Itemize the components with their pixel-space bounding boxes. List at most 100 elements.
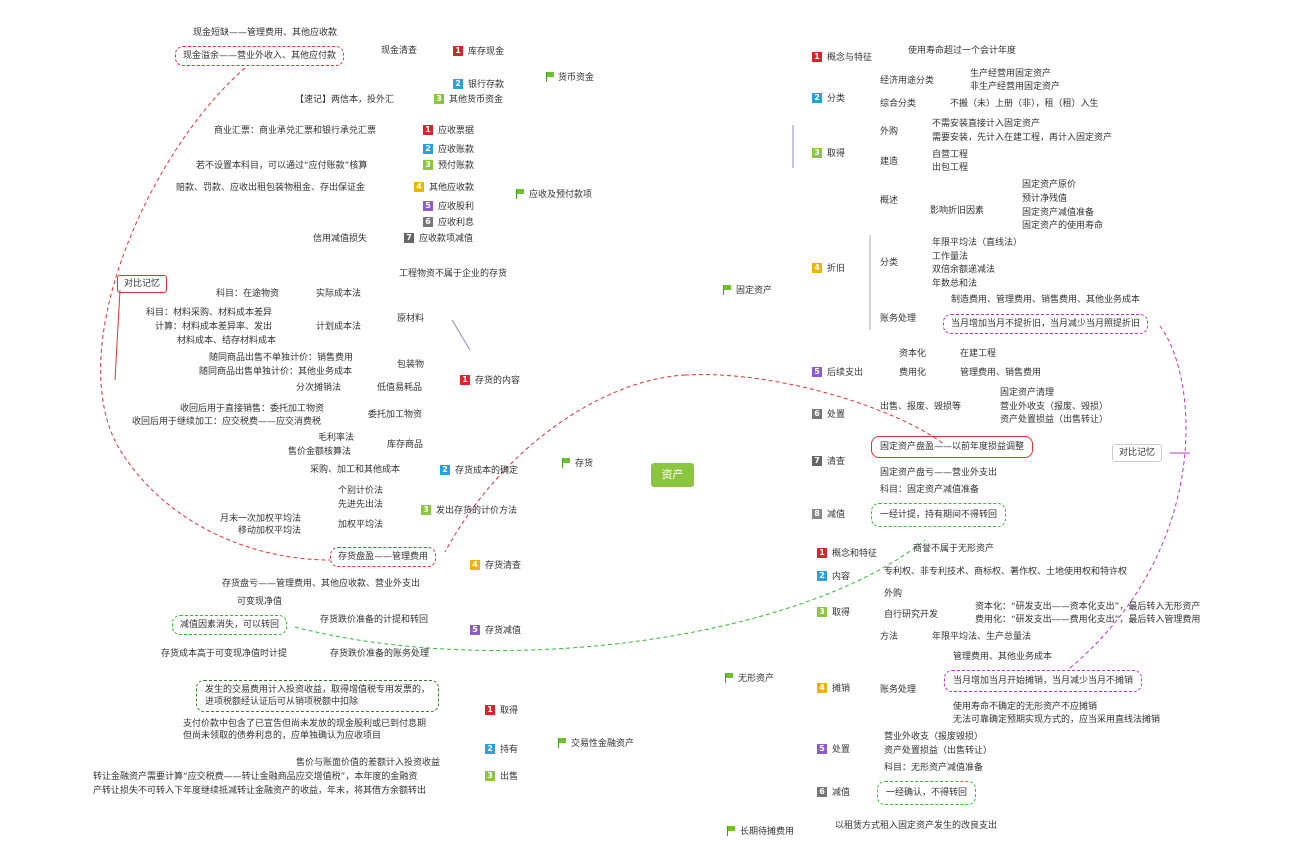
intang-item-4[interactable]: 摊销 [832, 684, 851, 694]
fixed-disp-l2[interactable]: 营业外收支（报废、毁损） [1000, 402, 1109, 412]
intang-amort-method-l1[interactable]: 年限平均法、生产总量法 [932, 632, 1032, 642]
recv-item-1[interactable]: 应收票据 [438, 126, 475, 136]
fixed-dep-c2[interactable]: 工作量法 [932, 252, 969, 262]
fixed-cls-econ-l1[interactable]: 生产经营用固定资产 [970, 69, 1052, 79]
trading-acq-l2[interactable]: 但尚未领取的债券利息的，应单独确认为应收项目 [183, 731, 382, 741]
inv-plan-l1[interactable]: 科目：材料采购、材料成本差异 [146, 308, 273, 318]
fixed-dep-f3[interactable]: 固定资产减值准备 [1022, 208, 1095, 218]
fixed-dep-c1[interactable]: 年限平均法（直线法） [932, 238, 1023, 248]
inv-pack-l2[interactable]: 随同商品出售单独计价：其他业务成本 [199, 367, 353, 377]
intang-amort-acct[interactable]: 账务处理 [880, 685, 917, 695]
intang-disp-l1[interactable]: 营业外收支（报废毁损） [884, 732, 984, 742]
fixed-acq-build-l2[interactable]: 出包工程 [932, 163, 969, 173]
inv-stock-l1[interactable]: 毛利率法 [318, 433, 355, 443]
fixed-acq-buy[interactable]: 外购 [880, 127, 899, 137]
inv-low-value[interactable]: 低值易耗品 [377, 383, 423, 393]
deferred-note[interactable]: 以租赁方式租入固定资产发生的改良支出 [835, 821, 998, 831]
inv-actual-subject[interactable]: 科目：在途物资 [216, 289, 280, 299]
fixed-disp-kind[interactable]: 出售、报废、毁损等 [880, 402, 962, 412]
fixed-acq-buy-l1[interactable]: 不需安装直接计入固定资产 [932, 119, 1041, 129]
intang-content[interactable]: 专利权、非专利技术、商标权、著作权、土地使用权和特许权 [884, 567, 1128, 577]
inv-plan-l3[interactable]: 材料成本、结存材料成本 [177, 336, 277, 346]
inv-impair-l4[interactable]: 存货成本高于可变现净值时计提 [161, 649, 288, 659]
trading-sell-l2[interactable]: 产转让损失不可转入下年度继续抵减转让金融资产的收益，年末，将其借方余额转出 [93, 786, 427, 796]
intang-item-3[interactable]: 取得 [832, 608, 851, 618]
inv-check-surplus-box[interactable]: 存货盘盈——管理费用 [330, 547, 437, 567]
trading-acq-box[interactable]: 发生的交易费用计入投资收益，取得增值税专用发票的， 进项税额经认证后可从销项税额… [196, 680, 440, 712]
recv-item-7[interactable]: 应收款项减值 [419, 234, 474, 244]
inv-cost-determine[interactable]: 存货成本的确定 [455, 466, 519, 476]
inv-impair-box[interactable]: 减值因素消失，可以转回 [172, 615, 288, 635]
branch-inventory[interactable]: 存货 [575, 459, 594, 469]
inv-check[interactable]: 存货清查 [485, 561, 522, 571]
fixed-dep-f4[interactable]: 固定资产的使用寿命 [1022, 221, 1104, 231]
branch-intangible[interactable]: 无形资产 [738, 674, 775, 684]
fixed-check-l1[interactable]: 固定资产盘亏——营业外支出 [880, 468, 998, 478]
cash-shortage[interactable]: 现金短缺——管理费用、其他应收款 [193, 28, 338, 38]
recv-item-6[interactable]: 应收利息 [438, 218, 475, 228]
trading-acq-l1[interactable]: 支付价款中包含了已宣告但尚未发放的现金股利或已到付息期 [183, 719, 427, 729]
cash-item-1[interactable]: 库存现金 [468, 47, 505, 57]
fixed-acq-buy-l2[interactable]: 需要安装，先计入在建工程，再计入固定资产 [932, 133, 1113, 143]
intang-amort-l3[interactable]: 无法可靠确定预期实现方式的，应当采用直线法摊销 [953, 715, 1161, 725]
intang-acq-buy[interactable]: 外购 [884, 589, 903, 599]
fixed-dep-f1[interactable]: 固定资产原价 [1022, 180, 1077, 190]
inv-check-shortage[interactable]: 存货盘亏——管理费用、其他应收款、营业外支出 [222, 579, 421, 589]
fixed-sub-cap[interactable]: 资本化 [899, 349, 927, 359]
fixed-item-1[interactable]: 概念与特征 [827, 53, 873, 63]
intang-item-2[interactable]: 内容 [832, 572, 851, 582]
inv-issue-l5[interactable]: 移动加权平均法 [238, 526, 302, 536]
fixed-dep-acct-box[interactable]: 当月增加当月不提折旧，当月减少当月照提折旧 [943, 314, 1149, 334]
fixed-dep-f2[interactable]: 预计净残值 [1022, 194, 1068, 204]
intang-amort-box[interactable]: 当月增加当月开始摊销，当月减少当月不摊销 [944, 670, 1143, 692]
intang-amort-acct-l1[interactable]: 管理费用、其他业务成本 [953, 652, 1053, 662]
inv-impair-l3[interactable]: 存货跌价准备的账务处理 [330, 649, 430, 659]
fixed-dep-factors[interactable]: 影响折旧因素 [930, 206, 985, 216]
intang-amort-method[interactable]: 方法 [880, 632, 899, 642]
fixed-dep-c3[interactable]: 双倍余额递减法 [932, 265, 996, 275]
fixed-check-box[interactable]: 固定资产盘盈——以前年度损益调整 [871, 436, 1034, 458]
fixed-cls-econ-l2[interactable]: 非生产经营用固定资产 [970, 82, 1061, 92]
fixed-disp-l1[interactable]: 固定资产清理 [1000, 388, 1055, 398]
recv-note-impair[interactable]: 信用减值损失 [313, 234, 368, 244]
inv-impair-l1[interactable]: 可变现净值 [237, 597, 283, 607]
inv-issue-l2[interactable]: 先进先出法 [338, 500, 384, 510]
fixed-dep-c4[interactable]: 年数总和法 [932, 279, 978, 289]
intang-acq-dev-l1[interactable]: 资本化：“研发支出——资本化支出”，最后转入无形资产 [975, 602, 1201, 612]
fixed-dep-overview[interactable]: 概述 [880, 196, 899, 206]
inv-stock-l2[interactable]: 售价金额核算法 [288, 447, 352, 457]
fixed-dep-acct-l1[interactable]: 制造费用、管理费用、销售费用、其他业务成本 [951, 295, 1141, 305]
inv-issue-l3[interactable]: 加权平均法 [338, 520, 384, 530]
fixed-sub-exp[interactable]: 费用化 [899, 368, 927, 378]
inv-plan-cost[interactable]: 计划成本法 [316, 322, 362, 332]
branch-fixed[interactable]: 固定资产 [736, 286, 773, 296]
inv-cost-items[interactable]: 采购、加工和其他成本 [310, 465, 401, 475]
fixed-sub-exp-l1[interactable]: 管理费用、销售费用 [960, 368, 1042, 378]
recv-note-bills[interactable]: 商业汇票：商业承兑汇票和银行承兑汇票 [214, 126, 377, 136]
fixed-disp-l3[interactable]: 资产处置损益（出售转让） [1000, 415, 1109, 425]
fixed-dep-acct[interactable]: 账务处理 [880, 314, 917, 324]
inv-pack-l1[interactable]: 随同商品出售不单独计价：销售费用 [209, 353, 354, 363]
intang-concept[interactable]: 商誉不属于无形资产 [913, 544, 995, 554]
fixed-item-6[interactable]: 处置 [827, 410, 846, 420]
inv-actual-cost[interactable]: 实际成本法 [316, 289, 362, 299]
fixed-impair-box[interactable]: 一经计提，持有期间不得转回 [871, 503, 1007, 527]
recv-note-prepay[interactable]: 若不设置本科目，可以通过“应付账款”核算 [196, 161, 368, 171]
inv-consign[interactable]: 委托加工物资 [368, 410, 423, 420]
trading-sell-l1[interactable]: 转让金融资产需要计算“应交税费——转让金融商品应交增值税”，本年度的金融资 [93, 772, 418, 782]
branch-cash[interactable]: 货币资金 [558, 73, 595, 83]
compare-box-left[interactable]: 对比记忆 [117, 275, 168, 293]
intang-acq-dev-l2[interactable]: 费用化：“研发支出——费用化支出”，最后转入管理费用 [975, 615, 1201, 625]
fixed-impair-subject[interactable]: 科目：固定资产减值准备 [880, 485, 980, 495]
fixed-acq-build[interactable]: 建造 [880, 157, 899, 167]
intang-item-5[interactable]: 处置 [832, 745, 851, 755]
inv-cip-note[interactable]: 工程物资不属于企业的存货 [399, 269, 508, 279]
branch-trading[interactable]: 交易性金融资产 [571, 739, 635, 749]
inv-consign-l1[interactable]: 收回后用于直接销售：委托加工物资 [180, 404, 325, 414]
inv-impair[interactable]: 存货减值 [485, 626, 522, 636]
fixed-sub-cap-l1[interactable]: 在建工程 [960, 349, 997, 359]
inv-issue-l4[interactable]: 月末一次加权平均法 [220, 514, 302, 524]
fixed-item-7[interactable]: 清查 [827, 457, 846, 467]
inv-consign-l2[interactable]: 收回后用于继续加工：应交税费——应交消费税 [132, 417, 322, 427]
fixed-cls-comp[interactable]: 综合分类 [880, 99, 917, 109]
